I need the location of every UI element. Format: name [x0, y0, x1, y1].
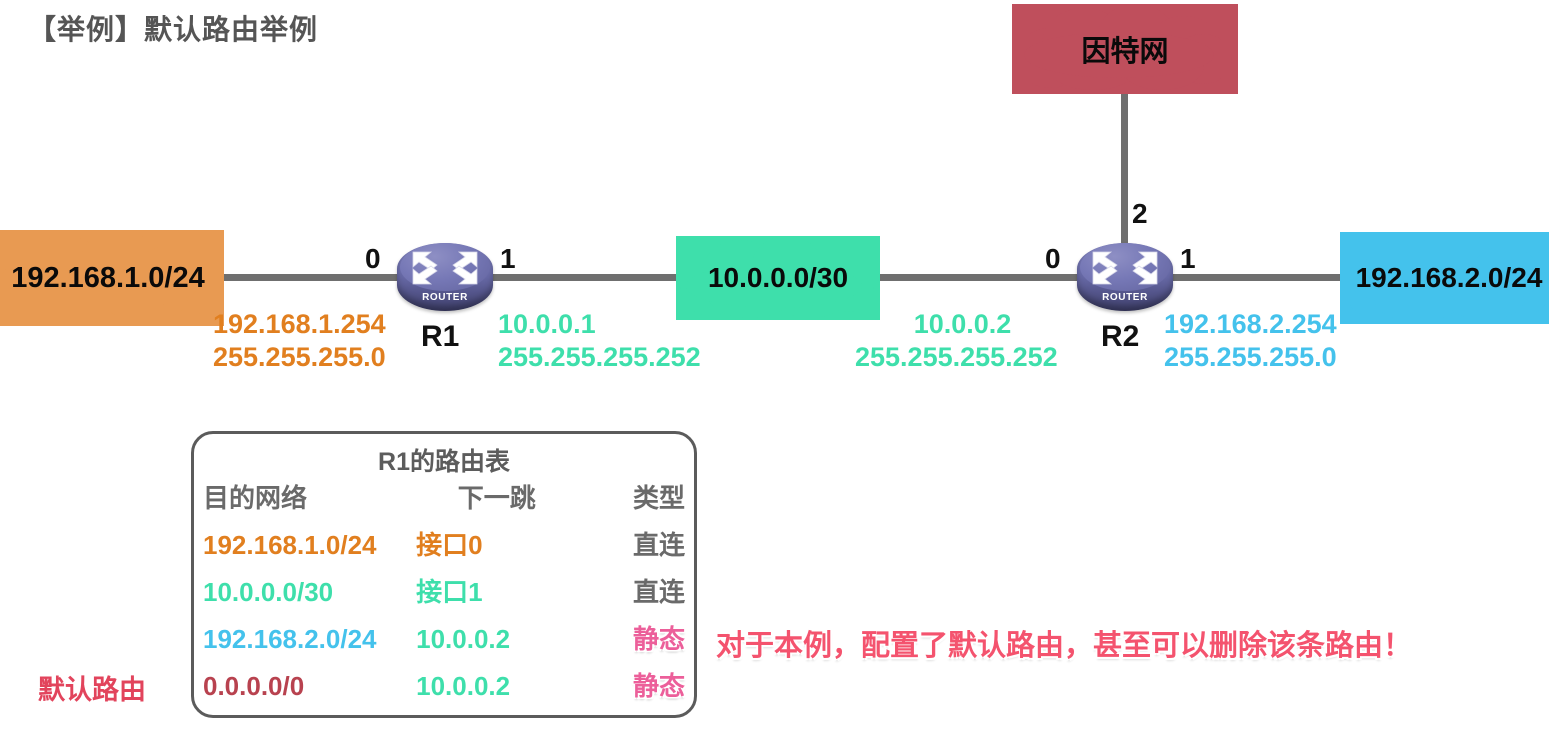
iface-r2-port1: 192.168.2.254 255.255.255.0 — [1164, 308, 1337, 374]
router-r1-name: R1 — [421, 320, 460, 353]
iface-r2-port0-mask: 255.255.255.252 — [855, 341, 1058, 372]
router-r1-icon[interactable]: ROUTER — [397, 243, 493, 311]
cell-next-hop: 10.0.0.2 — [416, 671, 511, 701]
routing-table: R1的路由表 目的网络 下一跳 类型 192.168.1.0/24 接口0 直连… — [191, 431, 697, 718]
cloud-internet-label: 因特网 — [1081, 36, 1169, 68]
router-r2-name: R2 — [1101, 320, 1140, 353]
iface-r2-port1-mask: 255.255.255.0 — [1164, 341, 1337, 372]
page-title: 【举例】默认路由举例 — [28, 14, 319, 45]
iface-r1-port1-ip: 10.0.0.1 — [498, 309, 596, 339]
link-r1-wan — [470, 274, 730, 281]
cell-destination: 0.0.0.0/0 — [203, 671, 305, 701]
cloud-lan2: 192.168.2.0/24 — [1340, 232, 1549, 324]
column-header-destination: 目的网络 — [203, 483, 308, 513]
annotation-text: 对于本例，配置了默认路由，甚至可以删除该条路由！ — [716, 630, 1413, 662]
iface-r2-port1-ip: 192.168.2.254 — [1164, 309, 1337, 339]
routing-table-header-row: 目的网络 下一跳 类型 — [194, 478, 694, 525]
cell-type: 静态 — [632, 624, 685, 654]
cell-next-hop: 10.0.0.2 — [416, 624, 511, 654]
cloud-wan: 10.0.0.0/30 — [676, 236, 880, 320]
table-row[interactable]: 192.168.2.0/24 10.0.0.2 静态 — [194, 619, 694, 666]
cloud-lan1: 192.168.1.0/24 — [0, 230, 224, 326]
default-route-callout: 默认路由 — [38, 675, 146, 705]
cell-next-hop: 接口1 — [416, 577, 483, 607]
cell-destination: 192.168.1.0/24 — [203, 530, 377, 560]
column-header-type: 类型 — [632, 483, 685, 513]
cell-destination: 192.168.2.0/24 — [203, 624, 377, 654]
iface-r1-port1-mask: 255.255.255.252 — [498, 341, 701, 372]
iface-r1-port0-mask: 255.255.255.0 — [213, 341, 386, 372]
cell-type: 直连 — [632, 530, 685, 560]
cell-type: 静态 — [632, 671, 685, 701]
link-r2-lan2 — [1150, 274, 1415, 281]
link-wan-r2 — [845, 274, 1100, 281]
table-row[interactable]: 192.168.1.0/24 接口0 直连 — [194, 525, 694, 572]
router-icon-text: ROUTER — [422, 292, 468, 303]
router-r1-port-1: 1 — [500, 243, 516, 274]
router-r2-port-0: 0 — [1045, 243, 1061, 274]
table-row[interactable]: 0.0.0.0/0 10.0.0.2 静态 — [194, 666, 694, 713]
router-r2-icon[interactable]: ROUTER — [1077, 243, 1173, 311]
iface-r2-port0: 10.0.0.2 255.255.255.252 — [855, 308, 1070, 374]
iface-r1-port1: 10.0.0.1 255.255.255.252 — [498, 308, 701, 374]
link-lan1-r1 — [150, 274, 415, 281]
iface-r2-port0-ip: 10.0.0.2 — [913, 309, 1012, 339]
router-r2-port-2: 2 — [1132, 198, 1148, 229]
router-arrows-icon — [1092, 251, 1158, 285]
cloud-lan1-label: 192.168.1.0/24 — [11, 261, 205, 294]
cell-next-hop: 接口0 — [416, 530, 483, 560]
router-icon-text: ROUTER — [1102, 292, 1148, 303]
routing-table-title: R1的路由表 — [378, 448, 510, 476]
router-r1-port-0: 0 — [365, 243, 381, 274]
cloud-wan-label: 10.0.0.0/30 — [707, 262, 849, 293]
column-header-next-hop: 下一跳 — [457, 483, 536, 513]
cloud-lan2-label: 192.168.2.0/24 — [1355, 262, 1543, 293]
router-r2-port-1: 1 — [1180, 243, 1196, 274]
cloud-internet: 因特网 — [1012, 4, 1238, 94]
cell-type: 直连 — [632, 577, 685, 607]
iface-r1-port0-ip: 192.168.1.254 — [213, 309, 386, 339]
iface-r1-port0: 192.168.1.254 255.255.255.0 — [213, 308, 386, 374]
table-row[interactable]: 10.0.0.0/30 接口1 直连 — [194, 572, 694, 619]
router-arrows-icon — [412, 251, 478, 285]
link-internet-r2 — [1121, 84, 1128, 254]
cell-destination: 10.0.0.0/30 — [203, 577, 334, 607]
